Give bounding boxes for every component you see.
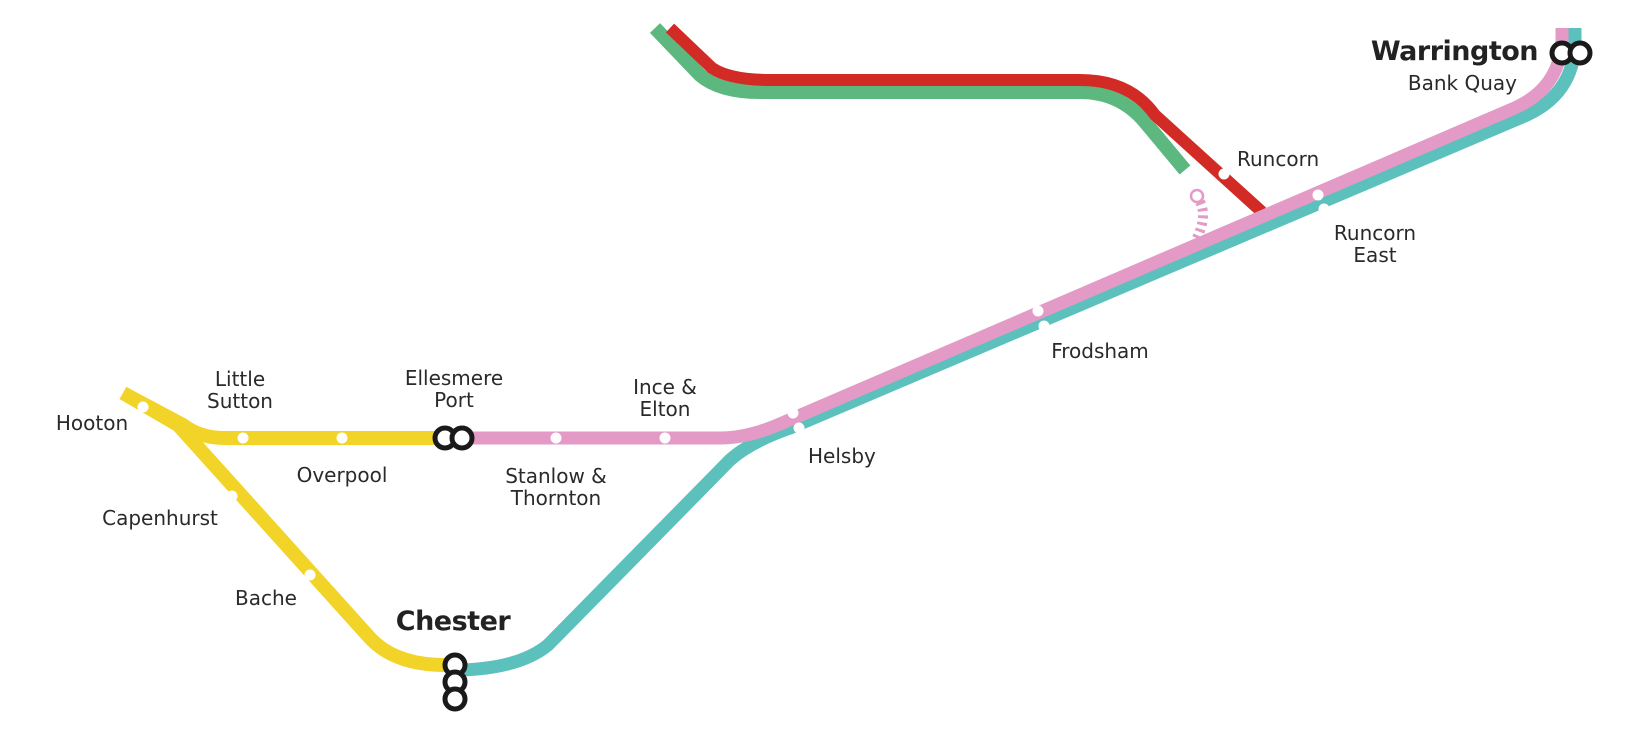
hooton-label: Hooton <box>56 411 128 435</box>
stop-capenhurst[interactable] <box>226 490 238 502</box>
runcorn-link-dashed <box>1191 192 1208 243</box>
ellesmere-port-label-1: Ellesmere <box>405 366 503 390</box>
stop-runcorn-red[interactable] <box>1218 168 1230 180</box>
teal-line <box>461 28 1582 677</box>
warrington-interchange-icon[interactable] <box>1549 40 1593 66</box>
green-line <box>649 23 1191 175</box>
ince-elton-label-2: Elton <box>640 397 691 421</box>
stop-ince-elton[interactable] <box>659 432 671 444</box>
stop-frodsham-pink[interactable] <box>1032 305 1044 317</box>
stop-helsby-pink[interactable] <box>787 407 799 419</box>
runcorn-label: Runcorn <box>1237 147 1319 171</box>
stop-overpool[interactable] <box>336 432 348 444</box>
bache-label: Bache <box>235 586 297 610</box>
stop-helsby-teal[interactable] <box>793 422 805 434</box>
warrington-sub-label: Bank Quay <box>1408 71 1517 95</box>
red-line <box>665 23 1267 217</box>
chester-interchange-icon[interactable] <box>442 652 468 712</box>
runcorn-link-stop <box>1189 188 1205 204</box>
little-sutton-label-1: Little <box>215 367 265 391</box>
stanlow-thornton-label-2: Thornton <box>510 486 601 510</box>
stop-bache[interactable] <box>304 569 316 581</box>
stop-runcorn-green[interactable] <box>1205 180 1217 192</box>
stop-stanlow-thornton[interactable] <box>550 432 562 444</box>
ellesmere-port-interchange-icon[interactable] <box>432 425 475 451</box>
stanlow-thornton-label-1: Stanlow & <box>505 464 607 488</box>
runcorn-east-label-1: Runcorn <box>1334 221 1416 245</box>
stop-runcorn-east-teal[interactable] <box>1318 203 1330 215</box>
runcorn-east-label-2: East <box>1353 243 1396 267</box>
chester-label: Chester <box>396 606 512 637</box>
overpool-label: Overpool <box>297 463 388 487</box>
frodsham-label: Frodsham <box>1051 339 1149 363</box>
warrington-label: Warrington <box>1371 36 1538 67</box>
stop-runcorn-east-pink[interactable] <box>1312 189 1324 201</box>
ince-elton-label-1: Ince & <box>633 375 697 399</box>
helsby-label: Helsby <box>808 444 876 468</box>
little-sutton-label-2: Sutton <box>207 389 273 413</box>
capenhurst-label: Capenhurst <box>102 506 218 530</box>
stop-hooton[interactable] <box>137 401 149 413</box>
stop-frodsham-teal[interactable] <box>1038 320 1050 332</box>
ellesmere-port-label-2: Port <box>434 388 474 412</box>
yellow-line-lower <box>119 386 446 672</box>
stop-little-sutton[interactable] <box>237 432 249 444</box>
